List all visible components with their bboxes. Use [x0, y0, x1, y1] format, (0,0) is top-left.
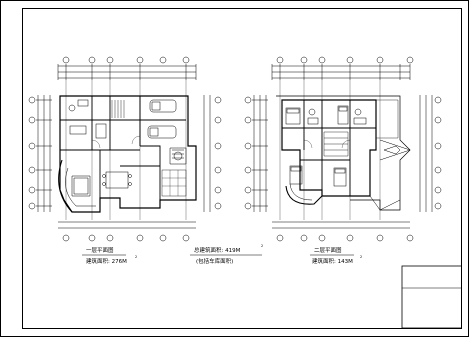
drawing-frame — [22, 8, 462, 329]
second-floor-plan — [252, 64, 433, 229]
first-floor-axis-marks — [28, 56, 222, 242]
plan2-area: 建筑面积: 143M — [312, 257, 353, 265]
plan2-title: 二层平面图 — [314, 246, 342, 254]
plan1-area-superscript: 2 — [135, 255, 137, 259]
total-area-superscript: 2 — [261, 244, 263, 248]
first-floor-plan — [36, 64, 211, 229]
total-area: 总建筑面积: 419M — [194, 246, 241, 254]
title-block — [401, 265, 462, 329]
plan2-area-superscript: 2 — [360, 255, 362, 259]
total-area-note: (包括车库面积) — [196, 257, 233, 265]
plan1-area: 建筑面积: 276M — [86, 257, 127, 265]
second-floor-axis-marks — [244, 56, 442, 242]
plan1-title: 一层平面图 — [86, 246, 114, 254]
captions: 一层平面图 建筑面积: 276M 2 总建筑面积: 419M 2 (包括车库面积… — [82, 244, 362, 265]
